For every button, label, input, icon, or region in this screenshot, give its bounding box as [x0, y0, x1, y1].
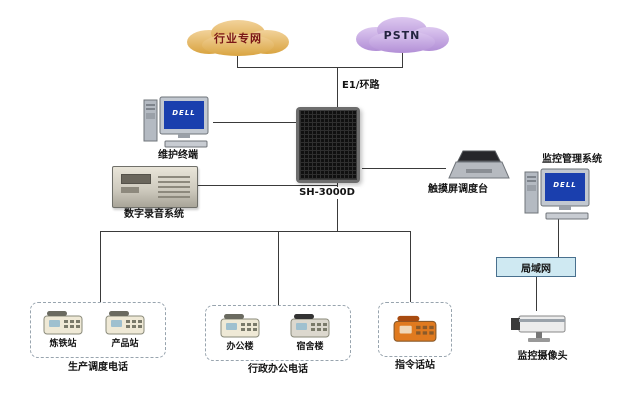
connector-line [237, 67, 403, 68]
cloud-pstn: PSTN [352, 15, 452, 55]
server-cabinet [296, 107, 360, 183]
group-production-phones: 炼铁站 产品站 [30, 302, 166, 358]
monitor-system-icon: DELL [524, 168, 594, 220]
connector-line [536, 276, 537, 311]
connector-line [237, 56, 238, 68]
phone-label: 产品站 [111, 339, 139, 349]
group-command-station [378, 302, 452, 357]
connector-line [213, 122, 296, 123]
telephone-icon [105, 311, 145, 335]
connector-line [278, 231, 279, 305]
dispatch-console-icon [446, 148, 512, 182]
workstation-icon [143, 96, 209, 148]
connector-line [196, 185, 337, 186]
drive-bay [121, 187, 139, 193]
phone-label: 炼铁站 [49, 339, 77, 349]
e1-link-label: E1/环路 [342, 80, 380, 91]
connector-line [100, 231, 410, 232]
telephone-icon [290, 314, 330, 338]
connector-line [337, 67, 338, 107]
lan-box: 局域网 [496, 257, 576, 277]
workstation-icon [524, 168, 590, 220]
phone-label: 办公楼 [226, 342, 254, 352]
drive-bay [121, 174, 151, 184]
connector-line [100, 231, 101, 302]
camera-label: 监控摄像头 [517, 351, 568, 362]
lan-label: 局域网 [521, 263, 551, 275]
cloud-industry-label: 行业专网 [214, 32, 262, 45]
recording-system-label: 数字录音系统 [124, 209, 184, 220]
cloud-shape [356, 17, 449, 53]
touch-console-label: 触摸屏调度台 [428, 184, 488, 195]
maintenance-terminal-icon: DELL [143, 96, 213, 148]
recording-system-icon [112, 166, 198, 208]
phone-cell [393, 313, 437, 343]
telephone-icon [393, 315, 437, 342]
phone-cell: 办公楼 [220, 312, 260, 352]
telephone-icon [220, 314, 260, 338]
phone-label: 宿舍楼 [296, 342, 324, 352]
cctv-camera-icon [505, 310, 577, 348]
telephone-icon [43, 311, 83, 335]
cloud-shape [187, 20, 289, 56]
monitor-screen-text: DELL [553, 181, 577, 189]
phone-cell: 宿舍楼 [290, 312, 330, 352]
monitor-screen-text: DELL [172, 109, 196, 117]
group-office-label: 行政办公电话 [248, 364, 308, 375]
connector-line [558, 218, 559, 258]
phone-cell: 炼铁站 [43, 309, 83, 349]
monitor-system-label: 监控管理系统 [542, 154, 602, 165]
connector-line [362, 168, 446, 169]
group-office-phones: 办公楼 宿舍楼 [205, 305, 351, 361]
cloud-pstn-label: PSTN [383, 28, 421, 42]
server-vent-grid [299, 110, 357, 180]
server-label: SH-3000D [294, 187, 360, 199]
command-station-label: 指令话站 [395, 360, 435, 371]
vent-grille [158, 174, 190, 198]
phone-cell: 产品站 [105, 309, 145, 349]
cloud-industry-network: 行业专网 [183, 18, 293, 58]
maintenance-terminal-label: 维护终端 [158, 150, 198, 161]
connector-line [337, 183, 338, 231]
connector-line [410, 231, 411, 302]
connector-line [402, 51, 403, 68]
group-production-label: 生产调度电话 [68, 362, 128, 373]
